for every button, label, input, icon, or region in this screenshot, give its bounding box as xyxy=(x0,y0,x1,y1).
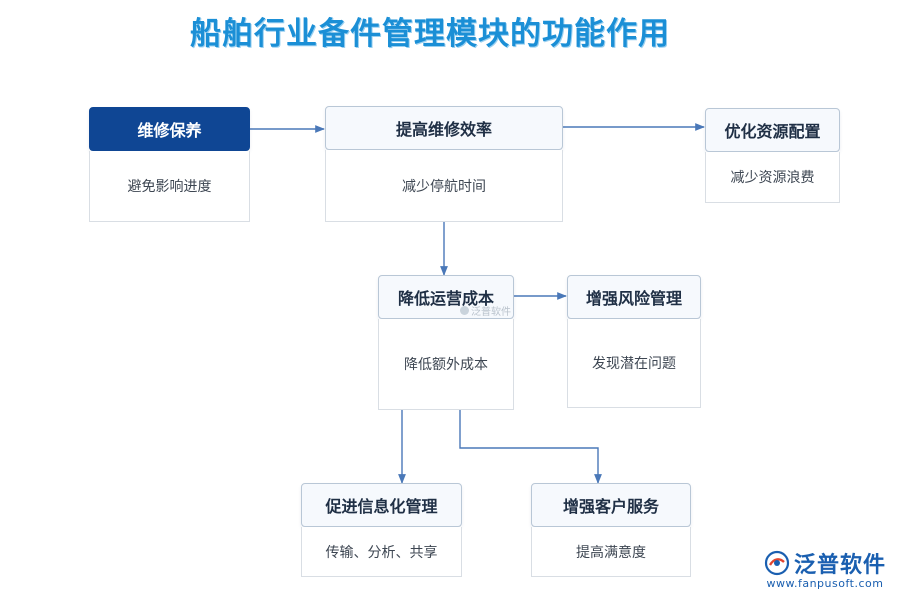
node-info-desc: 传输、分析、共享 xyxy=(301,527,462,577)
watermark: 泛普软件 xyxy=(460,303,511,318)
arrow-cost-to-service xyxy=(459,410,602,484)
brand-name: 泛普软件 xyxy=(793,553,886,578)
node-maintenance-title: 维修保养 xyxy=(89,107,250,151)
brand-logo: 泛普软件 www.fanpusoft.com xyxy=(764,547,886,590)
node-risk-title: 增强风险管理 xyxy=(567,275,701,319)
watermark-logo-icon xyxy=(460,306,469,315)
node-info-title: 促进信息化管理 xyxy=(301,483,462,527)
node-resources-title: 优化资源配置 xyxy=(705,108,840,152)
node-cost-desc: 降低额外成本 xyxy=(378,319,514,410)
node-service-title: 增强客户服务 xyxy=(531,483,691,527)
node-cost-title: 降低运营成本 xyxy=(378,275,514,319)
node-service: 增强客户服务 提高满意度 xyxy=(531,483,691,577)
node-service-desc: 提高满意度 xyxy=(531,527,691,577)
node-efficiency: 提高维修效率 减少停航时间 xyxy=(325,106,563,222)
node-maintenance-desc: 避免影响进度 xyxy=(89,151,250,222)
node-info: 促进信息化管理 传输、分析、共享 xyxy=(301,483,462,577)
node-risk: 增强风险管理 发现潜在问题 xyxy=(567,275,701,408)
node-efficiency-title: 提高维修效率 xyxy=(325,106,563,150)
node-resources-desc: 减少资源浪费 xyxy=(705,152,840,203)
node-maintenance: 维修保养 避免影响进度 xyxy=(89,107,250,222)
brand-url: www.fanpusoft.com xyxy=(766,577,884,590)
page-title: 船舶行业备件管理模块的功能作用 xyxy=(190,16,670,52)
node-cost: 降低运营成本 降低额外成本 xyxy=(378,275,514,410)
node-efficiency-desc: 减少停航时间 xyxy=(325,150,563,222)
fanpu-logo-icon xyxy=(764,550,790,576)
watermark-text: 泛普软件 xyxy=(471,307,511,318)
node-risk-desc: 发现潜在问题 xyxy=(567,319,701,408)
node-resources: 优化资源配置 减少资源浪费 xyxy=(705,108,840,203)
